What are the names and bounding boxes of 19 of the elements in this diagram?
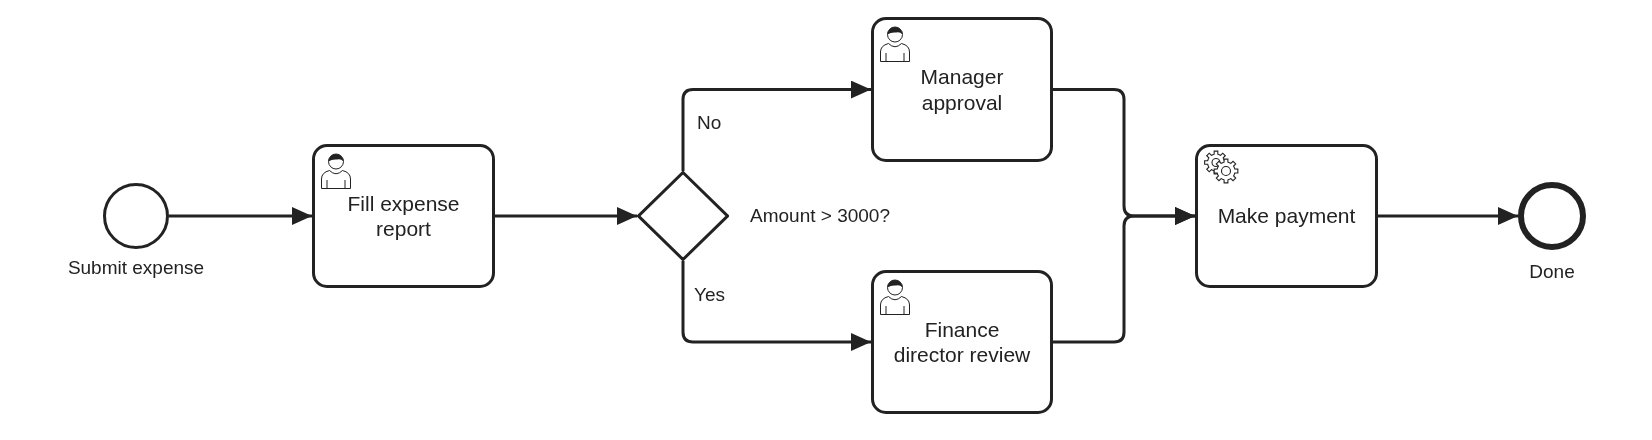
edge-label: Yes — [694, 284, 725, 307]
task-label: Fill expense report — [346, 190, 461, 242]
flow-arrow — [1053, 207, 1195, 344]
flow-arrow — [1378, 207, 1518, 225]
flow-arrow — [169, 207, 312, 225]
edge-label: No — [697, 112, 722, 135]
task-box — [871, 270, 1053, 414]
flow-arrow — [495, 207, 637, 225]
task-box — [1195, 144, 1378, 288]
task-label: Make payment — [1217, 203, 1356, 229]
flow-arrow — [681, 261, 871, 351]
event-label: Submit expense — [67, 257, 205, 280]
task-box — [312, 144, 495, 288]
event-label: Done — [1529, 261, 1575, 284]
flow-arrow — [681, 80, 871, 171]
task-label: Manager approval — [919, 64, 1005, 115]
gateway-label: Amount > 3000? — [750, 204, 890, 228]
task-box — [871, 17, 1053, 162]
task-label: Finance director review — [892, 316, 1032, 368]
